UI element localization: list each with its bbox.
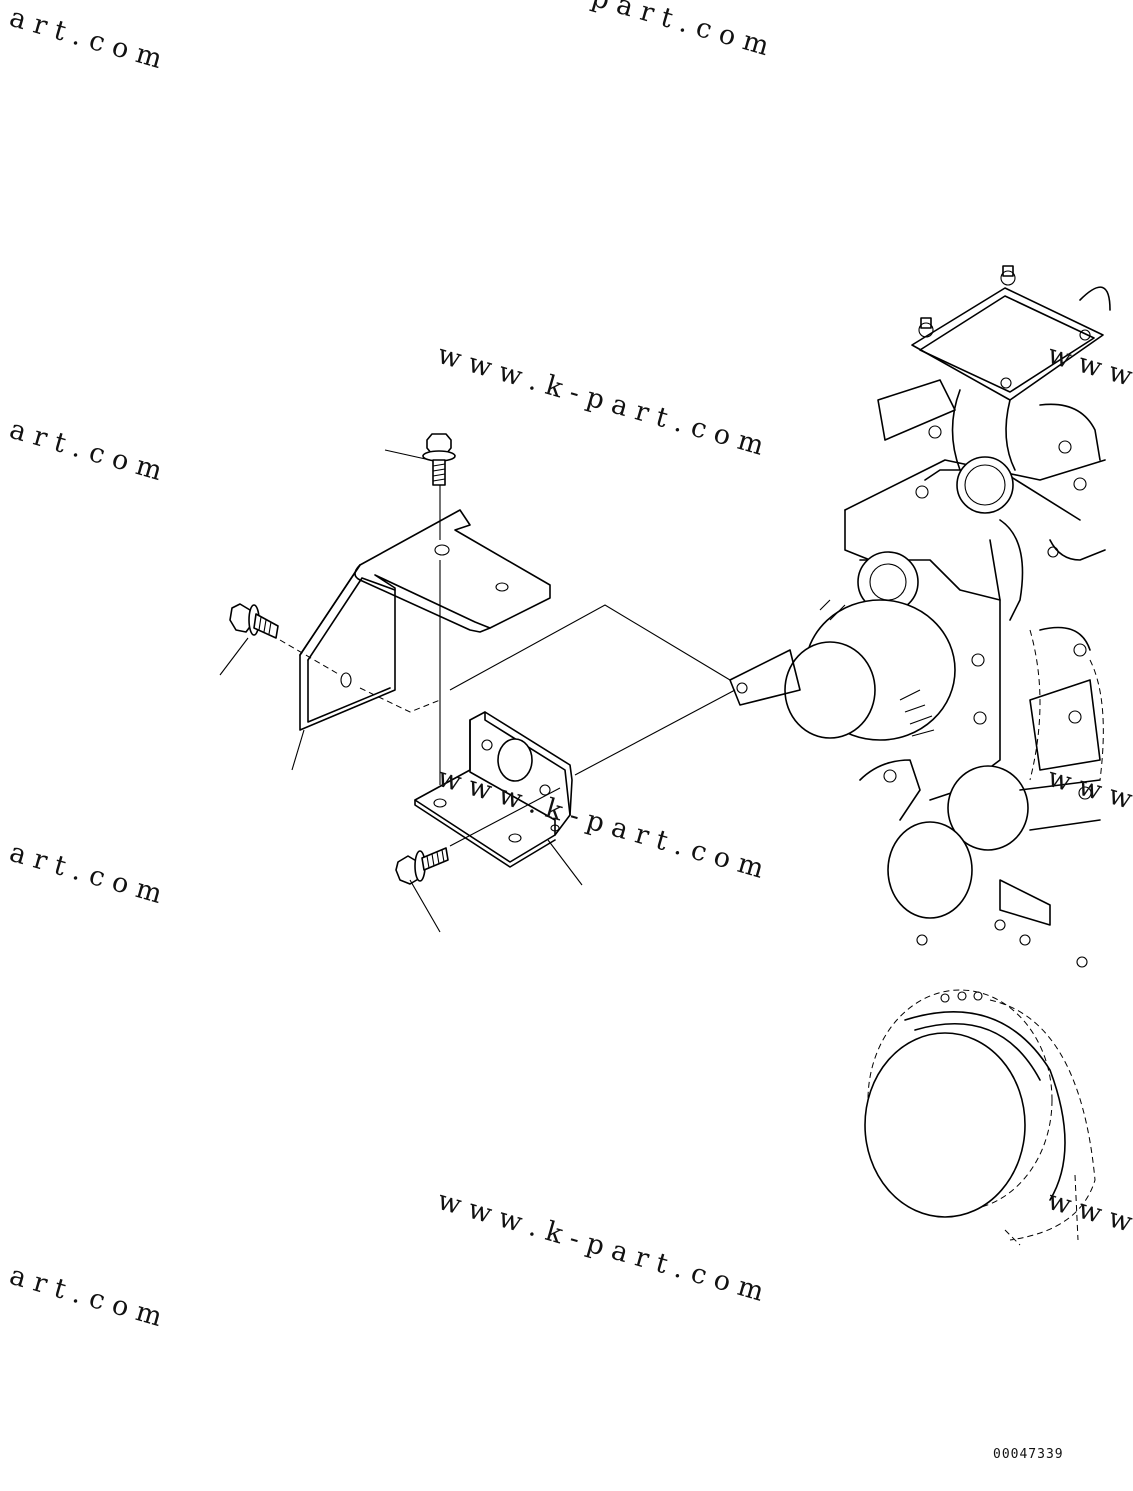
watermark-text: w w w <box>1044 762 1133 816</box>
bolt-left <box>229 603 279 639</box>
watermark-text: w w w . k - p a r t . c o m <box>434 1185 767 1308</box>
assembly-lines <box>279 485 736 847</box>
watermark-text: w w w . k - p a r t . c o m <box>434 339 767 462</box>
bolt-bottom <box>395 847 449 885</box>
bolt-top <box>422 433 456 486</box>
leader-lines <box>219 449 583 933</box>
upper-bracket <box>299 509 551 731</box>
lower-l-bracket <box>414 711 573 868</box>
watermark-text: a r t . c o m <box>6 1260 165 1333</box>
document-id: 00047339 <box>993 1447 1064 1462</box>
watermark-text: a r t . c o m <box>6 837 165 910</box>
engine-assembly <box>729 265 1111 1246</box>
watermark-text: w w w <box>1044 1185 1133 1239</box>
watermark-text: a r t . c o m <box>6 414 165 487</box>
watermark-text: a r t . c o m <box>6 2 165 75</box>
watermark-text: w w w <box>1044 339 1133 393</box>
watermark-text: p a r t . c o m <box>588 0 772 62</box>
